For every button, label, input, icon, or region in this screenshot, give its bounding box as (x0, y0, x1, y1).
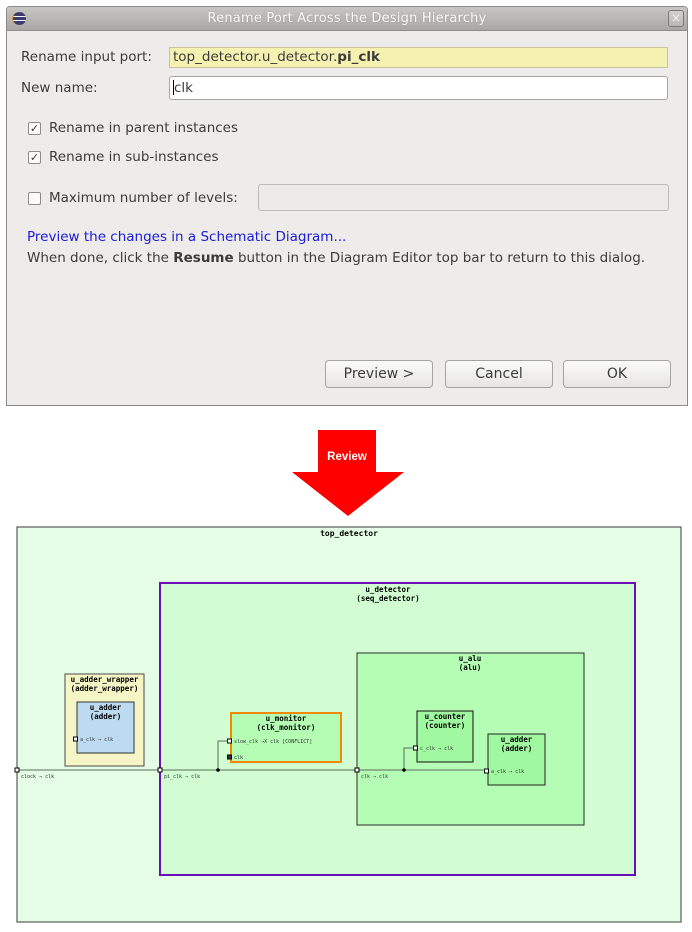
counter-clk-wire[interactable] (403, 747, 414, 770)
cancel-button[interactable]: Cancel (445, 360, 553, 388)
resume-hint: When done, click the Resume button in th… (27, 250, 645, 266)
u-detector-name: u_detector (365, 585, 411, 594)
u-adder-inner-port-label: a_clk → clk (491, 769, 524, 775)
u-adder-inner-type: (adder) (501, 744, 533, 753)
hint-suffix: button in the Diagram Editor top bar to … (233, 250, 646, 266)
u-detector-port-label: pi_clk → clk (164, 774, 200, 780)
rename-port-field: top_detector.u_detector.pi_clk (169, 47, 668, 68)
hint-prefix: When done, click the (27, 250, 174, 266)
u-counter-type: (counter) (425, 721, 466, 730)
u-detector-type: (seq_detector) (356, 594, 419, 603)
u-monitor-port2-label: clk (234, 755, 243, 761)
u-monitor-box[interactable] (230, 712, 342, 763)
top-port-label: clock → clk (21, 774, 54, 780)
schematic-diagram: top_detector u_adder_wrapper (adder_wrap… (14, 526, 682, 923)
max-levels-checkbox[interactable] (28, 191, 41, 205)
u-adder-outer-name: u_adder (90, 703, 122, 712)
u-adder-outer-port-label: a_clk → clk (80, 737, 113, 743)
ok-button[interactable]: OK (563, 360, 671, 388)
new-name-label: New name: (21, 80, 98, 96)
u-adder-wrapper-name: u_adder_wrapper (71, 675, 139, 684)
u-counter-name: u_counter (425, 712, 466, 721)
review-label: Review (327, 451, 367, 463)
rename-port-label: Rename input port: (21, 49, 152, 65)
slow-clk-wire[interactable] (217, 740, 228, 770)
u-adder-outer-port[interactable] (73, 736, 78, 742)
junction-dot (216, 768, 220, 772)
u-counter-port[interactable] (413, 745, 418, 751)
rename-sub-checkbox-row[interactable]: ✓ Rename in sub-instances (28, 149, 219, 165)
u-monitor-slow-clk-port[interactable] (227, 738, 232, 744)
max-levels-checkbox-row[interactable]: Maximum number of levels: (28, 190, 238, 206)
dialog-titlebar[interactable]: Rename Port Across the Design Hierarchy … (7, 7, 687, 31)
max-levels-input[interactable] (258, 184, 669, 211)
u-adder-inner-name: u_adder (501, 735, 533, 744)
rename-sub-label: Rename in sub-instances (49, 149, 219, 165)
top-detector-name: top_detector (320, 529, 378, 538)
u-alu-name: u_alu (459, 654, 482, 663)
junction-dot (402, 768, 406, 772)
u-adder-inner-box[interactable] (487, 733, 546, 786)
arrow-shape (292, 430, 404, 516)
u-counter-box[interactable] (416, 710, 474, 763)
u-adder-inner-port[interactable] (484, 768, 489, 774)
new-name-value: clk (174, 80, 193, 96)
max-levels-label: Maximum number of levels: (49, 190, 238, 206)
u-monitor-type: (clk_monitor) (257, 723, 316, 732)
rename-parent-label: Rename in parent instances (49, 120, 239, 136)
u-alu-clk-port[interactable] (354, 767, 360, 773)
clock-net[interactable] (17, 740, 485, 771)
u-monitor-port1-label: slow_clk →X clk [CONFLICT] (234, 739, 312, 745)
rename-port-dialog: Rename Port Across the Design Hierarchy … (6, 6, 688, 406)
new-name-input[interactable]: clk (169, 76, 668, 100)
hint-resume: Resume (173, 250, 234, 266)
dialog-title: Rename Port Across the Design Hierarchy (207, 11, 487, 26)
u-adder-outer-box[interactable] (76, 701, 135, 754)
u-monitor-clk-port[interactable] (227, 754, 232, 760)
u-alu-port-label: clk → clk (361, 774, 388, 780)
port-path-prefix: top_detector.u_detector. (173, 49, 338, 65)
u-counter-port-label: c_clk → clk (420, 746, 453, 752)
close-icon: × (670, 11, 682, 25)
u-adder-outer-type: (adder) (90, 712, 122, 721)
u-alu-type: (alu) (459, 663, 482, 672)
top-clock-port[interactable] (14, 767, 20, 773)
close-button[interactable]: × (668, 10, 684, 27)
u-monitor-name: u_monitor (266, 714, 307, 723)
rename-sub-checkbox[interactable]: ✓ (28, 150, 41, 164)
text-caret (173, 80, 174, 95)
rename-parent-checkbox-row[interactable]: ✓ Rename in parent instances (28, 120, 238, 136)
u-adder-wrapper-type: (adder_wrapper) (71, 684, 139, 693)
eclipse-app-icon (13, 12, 26, 25)
rename-parent-checkbox[interactable]: ✓ (28, 121, 41, 135)
review-arrow-icon (292, 430, 404, 516)
preview-schematic-link[interactable]: Preview the changes in a Schematic Diagr… (27, 229, 347, 245)
preview-button[interactable]: Preview > (325, 360, 433, 388)
u-detector-pi-clk-port[interactable] (157, 767, 163, 773)
port-name: pi_clk (337, 49, 380, 65)
